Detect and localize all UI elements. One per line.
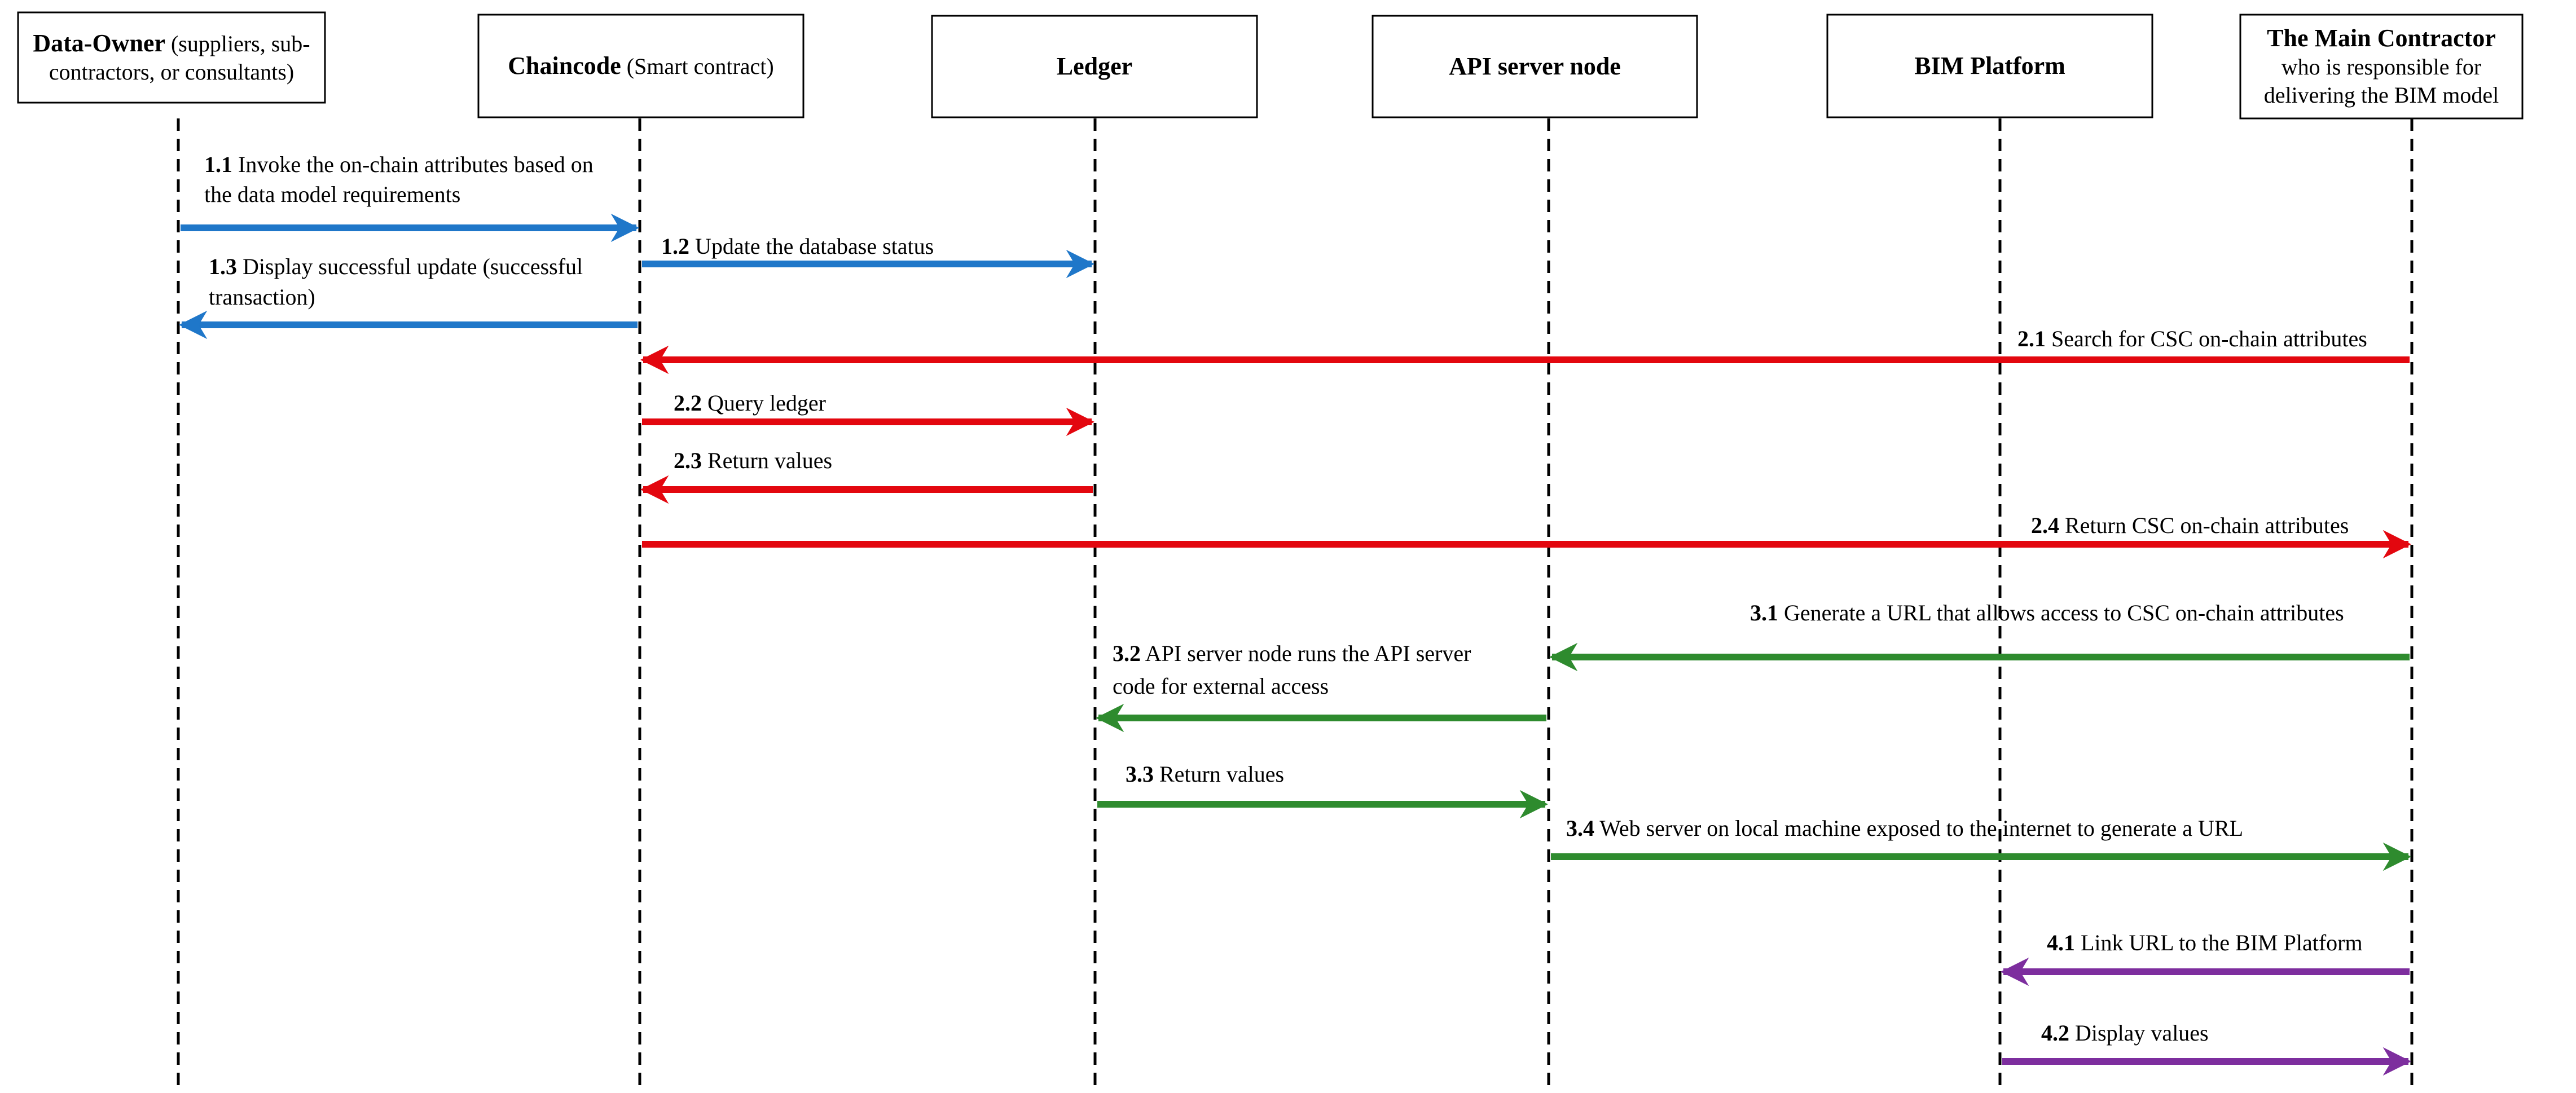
participant-label: Ledger	[1057, 52, 1132, 80]
participant-box	[2239, 14, 2524, 120]
message-label: 4.1 Link URL to the BIM Platform	[2047, 930, 2363, 955]
participant-api-server-node: API server node	[1371, 15, 1698, 118]
message-3-4: 3.4 Web server on local machine exposed …	[1551, 816, 2412, 871]
participant-label: contractors, or consultants)	[49, 59, 294, 85]
message-4-1: 4.1 Link URL to the BIM Platform	[2000, 930, 2410, 986]
participant-box	[17, 11, 326, 104]
participant-label: Chaincode (Smart contract)	[508, 52, 773, 80]
participant-label: API server node	[1449, 52, 1621, 80]
participant-chaincode: Chaincode (Smart contract)	[477, 14, 805, 118]
message-label: 2.3 Return values	[674, 448, 832, 473]
message-1-3: 1.3 Display successful update (successfu…	[178, 254, 638, 340]
message-label: 3.2 API server node runs the API server	[1113, 641, 1471, 666]
message-label: 2.4 Return CSC on-chain attributes	[2031, 513, 2349, 538]
message-2-1: 2.1 Search for CSC on-chain attributes	[640, 326, 2410, 374]
messages: 1.1 Invoke the on-chain attributes based…	[178, 152, 2412, 1076]
message-1-1: 1.1 Invoke the on-chain attributes based…	[181, 152, 640, 243]
message-1-2: 1.2 Update the database status	[642, 233, 1095, 279]
message-label: 2.2 Query ledger	[674, 390, 826, 416]
message-3-1: 3.1 Generate a URL that allows access to…	[1549, 600, 2410, 672]
message-label: 1.3 Display successful update (successfu…	[209, 254, 583, 279]
message-4-2: 4.2 Display values	[2002, 1020, 2412, 1076]
message-label: 3.1 Generate a URL that allows access to…	[1750, 600, 2344, 625]
message-3-3: 3.3 Return values	[1097, 761, 1549, 819]
participant-label: delivering the BIM model	[2264, 82, 2499, 108]
message-label-continued: code for external access	[1113, 673, 1329, 699]
message-2-2: 2.2 Query ledger	[642, 390, 1095, 437]
participant-data-owner: Data-Owner (suppliers, sub-contractors, …	[17, 11, 326, 104]
message-label-continued: transaction)	[209, 284, 315, 310]
message-2-4: 2.4 Return CSC on-chain attributes	[642, 513, 2412, 559]
participant-label: Data-Owner (suppliers, sub-	[33, 29, 310, 57]
message-label: 2.1 Search for CSC on-chain attributes	[2017, 326, 2367, 351]
participant-box	[477, 14, 805, 118]
message-2-3: 2.3 Return values	[640, 448, 1093, 504]
participant-label: who is responsible for	[2282, 54, 2481, 80]
participant-ledger: Ledger	[931, 15, 1258, 118]
participant-box	[1826, 14, 2153, 118]
message-label: 4.2 Display values	[2041, 1020, 2209, 1046]
message-3-2: 3.2 API server node runs the API server c…	[1095, 641, 1546, 733]
participants: Data-Owner (suppliers, sub-contractors, …	[17, 11, 2524, 120]
participant-label: The Main Contractor	[2267, 24, 2496, 52]
participant-box	[1371, 15, 1698, 118]
participant-box	[931, 15, 1258, 118]
participant-bim-platform: BIM Platform	[1826, 14, 2153, 118]
message-label-continued: the data model requirements	[204, 182, 460, 207]
message-label: 3.3 Return values	[1126, 761, 1284, 787]
message-label: 1.1 Invoke the on-chain attributes based…	[204, 152, 594, 177]
message-label: 1.2 Update the database status	[661, 233, 934, 259]
message-label: 3.4 Web server on local machine exposed …	[1566, 816, 2243, 841]
participant-label: BIM Platform	[1914, 52, 2065, 80]
